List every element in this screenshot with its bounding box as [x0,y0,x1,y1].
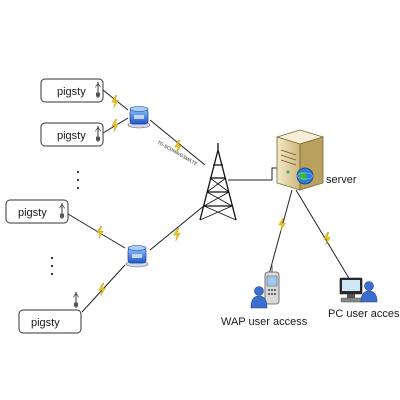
server-label: server [326,174,357,186]
solar-gateway-icon [125,245,149,268]
pigsty-label: pigsty [57,130,86,142]
dot [76,170,80,174]
server-node: server [275,129,357,191]
link-pigsty1-gateway1 [102,89,129,111]
globe-icon [296,167,314,185]
cell-tower-icon [199,143,237,221]
lightning-bolt-icon [96,226,104,239]
link-server-pc [295,189,351,281]
pigsty-node-2: pigsty [40,122,104,147]
wap-access-label: WAP user access [221,316,308,328]
antenna-sensor-icon [72,291,80,309]
mobile-phone-icon [264,265,280,305]
user-icon [360,281,378,303]
gateway-node-1 [127,106,151,129]
pigsty-node-4: pigsty [18,291,82,334]
user-icon [250,286,268,309]
lightning-bolt-icon [323,232,331,245]
lightning-bolt-icon [111,119,119,132]
wap-access-node: WAP user access [221,265,308,328]
link-tower-server [228,167,282,181]
pc-access-label: PC user access [328,308,400,320]
lightning-bolt-icon [98,283,106,296]
link-server-phone [267,189,293,279]
dot [76,186,80,190]
link-pigsty3-gateway2 [67,213,126,249]
dot [76,178,80,182]
dot [50,272,54,276]
pigsty-label: pigsty [57,86,86,98]
dot [50,256,54,260]
dot [50,264,54,268]
pigsty-box [40,122,104,147]
connection-lines [67,89,351,313]
pigsty-box [18,309,82,334]
pigsty-box [5,199,69,224]
pigsty-node-1: pigsty [40,78,104,103]
pigsty-label: pigsty [18,207,47,219]
pigsty-node-3: pigsty [5,199,69,224]
more-nodes-dots [50,170,80,276]
solar-gateway-icon [127,106,151,129]
pc-access-node: PC user access [328,277,400,320]
lightning-bolt-icon [111,95,119,108]
gateway-node-2 [125,245,149,268]
computer-icon [339,277,364,303]
link-gateway2-tower [149,204,206,251]
pigsty-label: pigsty [31,317,60,329]
pigsty-box [40,78,104,103]
